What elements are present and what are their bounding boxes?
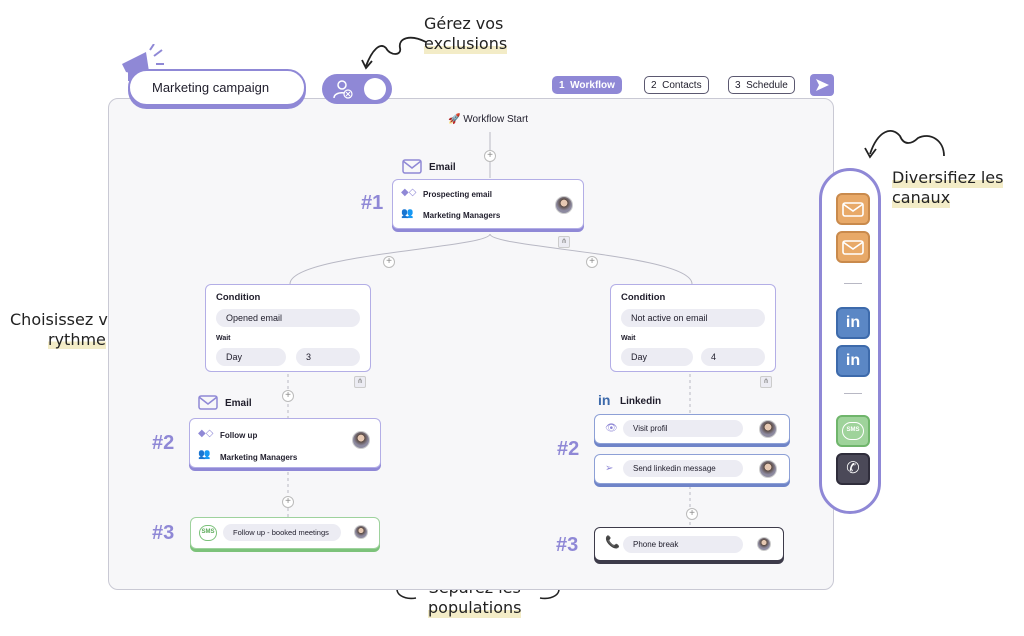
- wait-value[interactable]: 3: [296, 348, 360, 366]
- populations-annotation: Séparez les populations: [428, 578, 522, 618]
- step1-number: #1: [361, 192, 384, 214]
- add-step-button[interactable]: +: [686, 508, 698, 520]
- left-step2-number: #2: [152, 432, 175, 454]
- user-exclude-icon: [333, 80, 353, 99]
- left-condition-card[interactable]: Condition Opened email Wait Day 3: [205, 284, 371, 372]
- condition-title: Condition: [216, 292, 261, 303]
- avatar: [757, 537, 771, 551]
- add-step-button[interactable]: +: [282, 390, 294, 402]
- channels-rail: in in SMS ✆: [819, 168, 881, 514]
- add-step-button[interactable]: +: [282, 496, 294, 508]
- linkedin-icon: in: [598, 392, 611, 408]
- condition-value[interactable]: Not active on email: [621, 309, 765, 327]
- wait-unit[interactable]: Day: [216, 348, 286, 366]
- wait-unit[interactable]: Day: [621, 348, 693, 366]
- tab-contacts[interactable]: 2 Contacts: [644, 76, 709, 94]
- add-branch-left-button[interactable]: +: [383, 256, 395, 268]
- send-icon: [816, 79, 829, 91]
- right-step2-action1[interactable]: Visit profil: [623, 420, 743, 437]
- left-step2-card[interactable]: ◆◇ Follow up 👥 Marketing Managers: [189, 418, 381, 468]
- right-step3-action[interactable]: Phone break: [623, 536, 743, 553]
- left-step3-card[interactable]: SMS Follow up - booked meetings: [190, 517, 380, 549]
- email-icon: [402, 159, 422, 174]
- email-channel-button[interactable]: [836, 193, 870, 225]
- right-step2-action2[interactable]: Send linkedin message: [623, 460, 743, 477]
- template-icon: ◆◇: [198, 428, 214, 439]
- avatar: [759, 420, 777, 438]
- channels-arrow: [864, 130, 945, 159]
- split-icon[interactable]: ⋔: [760, 376, 772, 388]
- wait-value[interactable]: 4: [701, 348, 765, 366]
- divider: [844, 283, 862, 284]
- step1-channel-label: Email: [429, 162, 456, 173]
- tab-schedule[interactable]: 3 Schedule: [728, 76, 795, 94]
- linkedin-channel-button[interactable]: in: [836, 345, 870, 377]
- sms-icon: SMS: [199, 525, 217, 541]
- channels-annotation: Diversifiez les canaux: [892, 168, 1004, 208]
- linkedin-channel-button[interactable]: in: [836, 307, 870, 339]
- audience-icon: 👥: [198, 449, 211, 460]
- email-icon: [198, 395, 218, 410]
- avatar: [555, 196, 573, 214]
- right-step2-action2-card[interactable]: ➢ Send linkedin message: [594, 454, 790, 484]
- exclusions-annotation: Gérez vos exclusions: [424, 14, 508, 54]
- right-step3-number: #3: [556, 534, 579, 556]
- send-button[interactable]: [810, 74, 834, 96]
- split-icon[interactable]: ⋔: [558, 236, 570, 248]
- right-step2-number: #2: [557, 438, 580, 460]
- workflow-connectors: [287, 132, 693, 528]
- audience-icon: 👥: [401, 208, 414, 219]
- condition-title: Condition: [621, 292, 666, 303]
- right-step3-card[interactable]: 📞 Phone break: [594, 527, 784, 561]
- exclusions-toggle[interactable]: [322, 74, 392, 104]
- step1-audience: Marketing Managers: [423, 211, 501, 220]
- condition-value[interactable]: Opened email: [216, 309, 360, 327]
- left-step2-channel-label: Email: [225, 398, 252, 409]
- wait-label: Wait: [216, 335, 231, 342]
- avatar: [354, 525, 368, 539]
- left-step3-message[interactable]: Follow up - booked meetings: [223, 524, 341, 541]
- right-step2-channel-label: Linkedin: [620, 396, 662, 407]
- toggle-knob: [364, 78, 386, 100]
- eye-icon: 👁: [605, 423, 618, 434]
- template-icon: ◆◇: [401, 187, 417, 198]
- left-step2-audience: Marketing Managers: [220, 453, 298, 462]
- add-branch-right-button[interactable]: +: [586, 256, 598, 268]
- phone-icon: ✆: [846, 460, 860, 477]
- left-step3-number: #3: [152, 522, 175, 544]
- step1-card[interactable]: ◆◇ Prospecting email 👥 Marketing Manager…: [392, 179, 584, 229]
- phone-channel-button[interactable]: ✆: [836, 453, 870, 485]
- tab-workflow[interactable]: 1 Workflow: [552, 76, 622, 94]
- right-step2-action1-card[interactable]: 👁 Visit profil: [594, 414, 790, 444]
- sms-icon: SMS: [842, 422, 864, 440]
- exclusions-arrow: [361, 36, 427, 70]
- wait-label: Wait: [621, 335, 636, 342]
- rhythm-annotation: Choisissez votre rythme: [10, 310, 140, 349]
- divider: [844, 393, 862, 394]
- email-icon: [842, 202, 864, 217]
- left-step2-template: Follow up: [220, 431, 258, 440]
- step1-template: Prospecting email: [423, 190, 492, 199]
- campaign-name-field[interactable]: Marketing campaign: [128, 69, 306, 106]
- phone-icon: 📞: [605, 535, 620, 549]
- avatar: [352, 431, 370, 449]
- right-condition-card[interactable]: Condition Not active on email Wait Day 4: [610, 284, 776, 372]
- sms-channel-button[interactable]: SMS: [836, 415, 870, 447]
- paper-plane-icon: ➢: [605, 463, 614, 474]
- email-channel-button[interactable]: [836, 231, 870, 263]
- add-step-button[interactable]: +: [484, 150, 496, 162]
- workflow-start-label: 🚀 Workflow Start: [448, 114, 529, 125]
- split-icon[interactable]: ⋔: [354, 376, 366, 388]
- avatar: [759, 460, 777, 478]
- email-icon: [842, 240, 864, 255]
